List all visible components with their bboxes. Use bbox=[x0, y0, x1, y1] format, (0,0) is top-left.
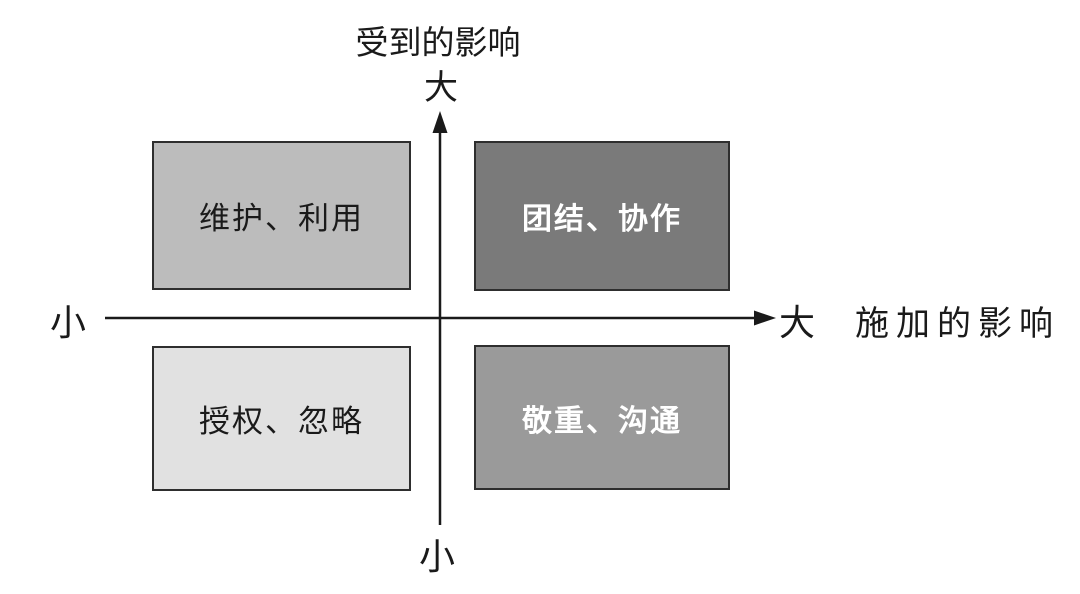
quadrant-top-left: 维护、利用 bbox=[152, 141, 411, 290]
quadrant-bottom-right-label: 敬重、沟通 bbox=[522, 403, 682, 439]
quadrant-top-right: 团结、协作 bbox=[474, 141, 730, 291]
y-axis-title: 受到的影响 bbox=[355, 26, 521, 62]
y-axis-min-label: 小 bbox=[418, 537, 455, 577]
x-axis-max-label: 大 bbox=[778, 303, 815, 343]
quadrant-bottom-right: 敬重、沟通 bbox=[474, 345, 730, 490]
y-axis-arrow bbox=[432, 111, 448, 525]
x-axis-min-label: 小 bbox=[49, 303, 86, 343]
quadrant-top-right-label: 团结、协作 bbox=[522, 202, 682, 237]
x-axis-arrow bbox=[105, 310, 776, 326]
y-axis-max-label: 大 bbox=[424, 70, 458, 107]
quadrant-bottom-left: 授权、忽略 bbox=[152, 346, 411, 491]
quadrant-top-left-label: 维护、利用 bbox=[199, 201, 364, 236]
x-axis-title: 施加的影响 bbox=[855, 306, 1060, 343]
quadrant-bottom-left-label: 授权、忽略 bbox=[199, 404, 364, 439]
